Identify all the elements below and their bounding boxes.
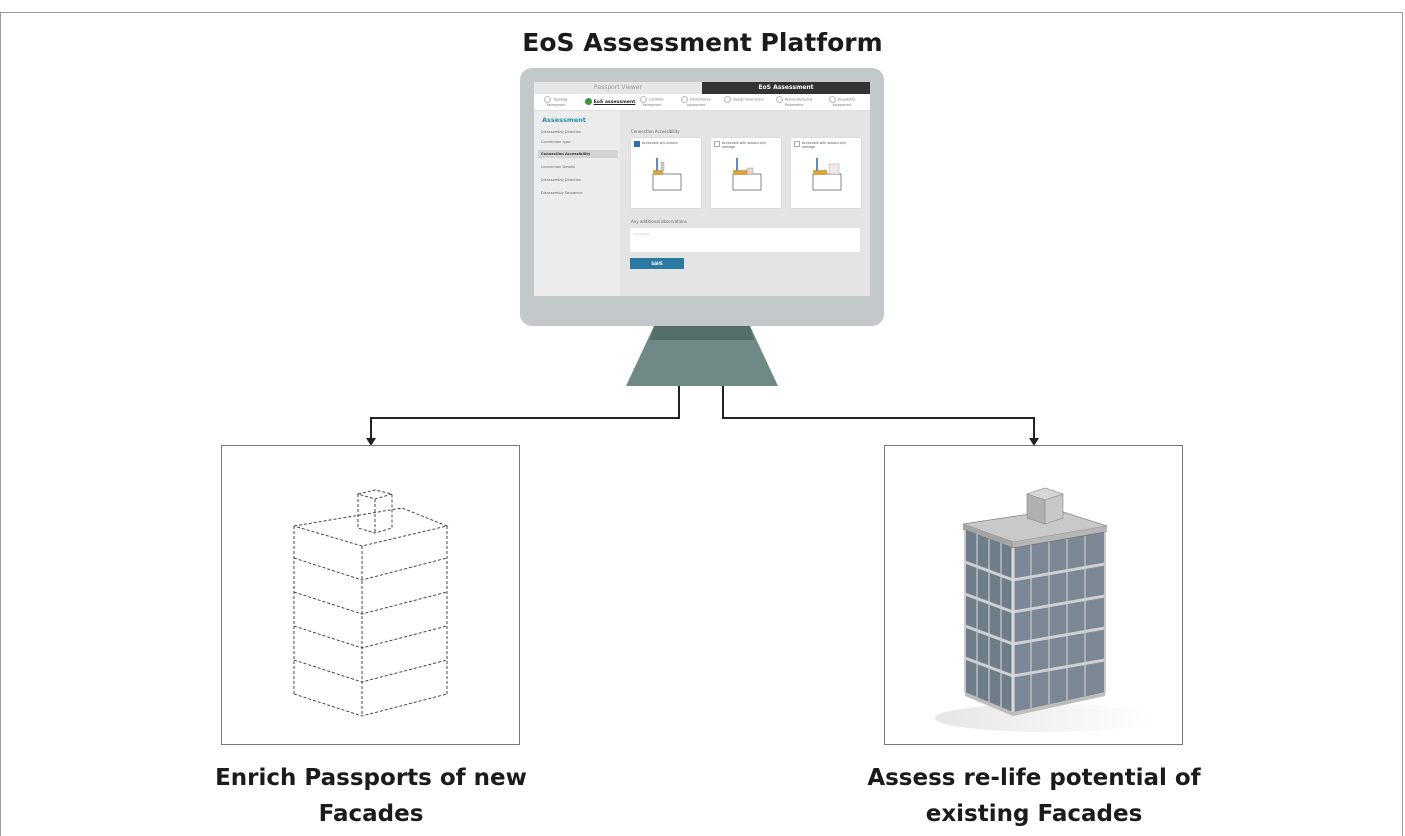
step-reusability[interactable]: Reusability Assessment [822, 96, 862, 107]
sidebar-item-disassembly-direction[interactable]: Disassembly Direction [541, 130, 582, 134]
step-label: Condition Assessment [642, 97, 665, 107]
section-label: Connection Accessibility [631, 129, 680, 134]
step-label: Reusability Assessment [832, 97, 856, 107]
rendered-building-image [935, 487, 1155, 732]
step-bar: Typology Assessment EoS assessment Condi… [534, 94, 870, 111]
connection-detail-icon [652, 158, 682, 191]
monitor-screen: Passport Viewer EoS Assessment Typology … [534, 82, 870, 296]
sidebar-item-connection-type[interactable]: Connection type [541, 140, 571, 144]
checkbox[interactable] [714, 141, 720, 147]
option-label: Accessible w/o actions [642, 141, 678, 145]
tab-passport-viewer[interactable]: Passport Viewer [534, 82, 702, 94]
sidebar-title: Assessment [542, 116, 586, 124]
figure-title: EoS Assessment Platform [522, 28, 883, 57]
step-typology[interactable]: Typology Assessment [536, 96, 576, 107]
step-label: Remanufacturing Parameters [784, 97, 813, 107]
step-circle-icon [775, 96, 783, 103]
step-circle-icon [584, 98, 592, 105]
assessment-main-panel: Connection Accessibility Accessible w/o … [620, 111, 870, 296]
step-circle-icon [724, 96, 732, 103]
assessment-sidebar: Assessment Disassembly Direction Connect… [534, 111, 620, 296]
step-label: Typology Assessment [546, 97, 568, 107]
option-card[interactable]: Accessible with actions w/o damage [710, 137, 782, 209]
step-label: Performance Assessment [686, 97, 711, 107]
step-design[interactable]: Design Parameters [724, 96, 764, 103]
step-eos-assessment[interactable]: EoS assessment [582, 98, 638, 105]
tab-eos-assessment[interactable]: EoS Assessment [702, 82, 870, 94]
sidebar-item-connection-accessibility[interactable]: Connection Accessibility [538, 150, 618, 158]
save-button[interactable]: SAVE [630, 258, 684, 269]
observations-field[interactable]: Comments [630, 228, 860, 252]
step-label: EoS assessment [593, 100, 636, 105]
sidebar-item-disassembly-direction-2[interactable]: Disassembly Direction [541, 178, 582, 182]
step-circle-icon [681, 96, 689, 103]
observations-placeholder: Comments [633, 232, 650, 236]
checkbox[interactable] [794, 141, 800, 147]
new-facade-wireframe-panel [221, 445, 520, 745]
caption-left: Enrich Passports of new Facades [215, 765, 527, 827]
option-label: Accessible with actions w/o damage [802, 141, 846, 149]
step-remanufacturing[interactable]: Remanufacturing Parameters [770, 96, 818, 107]
wireframe-building-image [293, 489, 449, 717]
monitor-stand [626, 326, 778, 386]
sidebar-item-connection-details[interactable]: Connection Details [541, 165, 575, 169]
connection-detail-icon [732, 158, 762, 191]
option-card[interactable]: Accessible w/o actions [630, 137, 702, 209]
sidebar-item-disassembly-sequence[interactable]: Disassembly Sequence [541, 191, 583, 195]
option-card[interactable]: Accessible with actions w/o damage [790, 137, 862, 209]
checkbox[interactable] [634, 141, 640, 147]
step-label: Design Parameters [733, 97, 764, 102]
figure-frame [0, 12, 1403, 836]
existing-facade-render-panel [884, 445, 1183, 745]
option-label: Accessible with actions w/o damage [722, 141, 766, 149]
observations-label: Any additional observations [631, 219, 687, 224]
caption-right: Assess re-life potential of existing Fac… [867, 765, 1201, 827]
step-performance[interactable]: Performance Assessment [676, 96, 716, 107]
screen-tab-bar: Passport Viewer EoS Assessment [534, 82, 870, 94]
step-condition[interactable]: Condition Assessment [632, 96, 672, 107]
connection-detail-icon [812, 158, 842, 191]
